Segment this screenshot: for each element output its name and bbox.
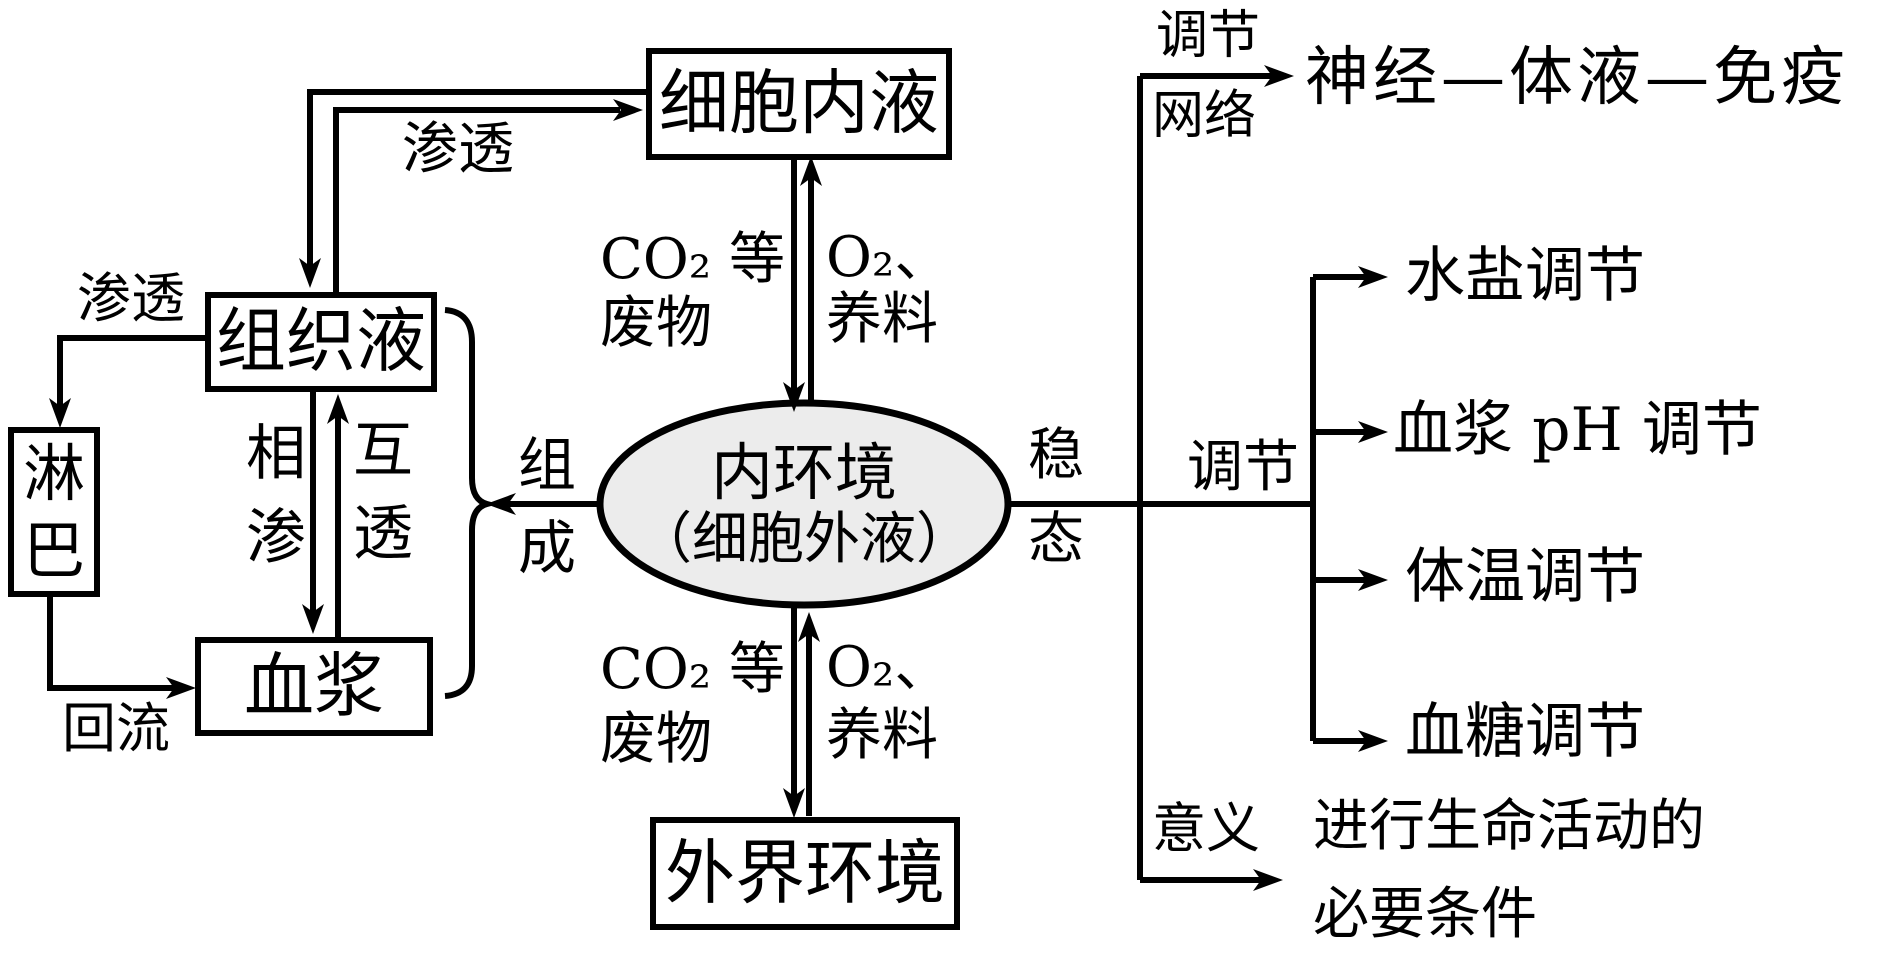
backflow-arrow [47,597,196,699]
label-mutual-left-char1: 相 [246,419,306,489]
item-plasma-ph-regulation: 血浆 pH 调节 [1393,395,1762,465]
label-regulation-network-line1: 调节 [1156,6,1261,66]
label-backflow: 回流 [62,697,170,760]
arrowhead-right-icon [613,99,643,121]
grouping-brace [444,307,499,699]
arrowhead-up-icon [327,394,349,424]
arrowhead-left-icon [486,493,516,515]
item-water-salt-regulation: 水盐调节 [1405,241,1645,311]
label-waste-lower-line1: CO₂ 等 [600,637,786,702]
osmosis-top-double-arrow [299,89,646,292]
arrowhead-down-icon [783,788,805,818]
label-osmosis-top: 渗透 [402,117,514,182]
node-tissue-fluid: 组织液 [205,292,437,392]
osmosis-left-arrow [49,335,205,428]
trunk-line-regulation-items [1310,266,1388,752]
label-mutual-right-char2: 透 [353,499,413,569]
arrowhead-right-icon [1358,266,1388,288]
item-body-temperature-regulation: 体温调节 [1405,542,1645,612]
node-blood-plasma-label: 血浆 [244,644,384,727]
arrowhead-right-icon [1358,730,1388,752]
arrowhead-right-icon [1264,65,1294,87]
label-mutual-left-char2: 渗 [246,503,306,573]
label-compose-char1: 组 [518,431,577,499]
label-waste-upper-line2: 废物 [600,291,712,356]
label-nutrient-upper-line2: 养料 [826,287,938,352]
item-nerve-humoral-immune: 神经—体液—免疫 [1305,41,1849,115]
label-nutrient-lower-line1: O₂、 [826,635,951,700]
label-regulation: 调节 [1187,435,1299,500]
compose-arrow [486,493,600,515]
node-lymph-label: 淋巴 [23,436,86,588]
arrowhead-down-icon [49,398,71,428]
trunk-line-regulation-network-significance [1137,65,1294,891]
internal-environment-line2: （细胞外液） [636,507,972,572]
arrowhead-right-icon [166,677,196,699]
label-compose-char2: 成 [518,514,577,582]
arrowhead-right-icon [1358,569,1388,591]
arrowhead-down-icon [302,604,324,634]
label-mutual-right-char1: 互 [353,416,413,486]
arrowhead-right-icon [1253,869,1283,891]
arrowhead-down-icon [299,258,321,288]
item-blood-sugar-regulation: 血糖调节 [1405,697,1645,767]
significance-text-line1: 进行生命活动的 [1313,794,1705,859]
node-blood-plasma: 血浆 [195,637,433,736]
internal-environment-line1: 内环境 [710,436,897,509]
label-homeostasis-char1: 稳 [1028,423,1084,488]
label-homeostasis-char2: 态 [1028,507,1084,572]
node-intracellular-fluid-label: 细胞内液 [659,62,939,145]
mutual-permeation-double-arrow [302,392,349,637]
node-external-environment-label: 外界环境 [665,831,945,914]
arrowhead-up-icon [798,612,820,642]
node-lymph: 淋巴 [8,427,100,597]
label-waste-upper-line1: CO₂ 等 [600,227,786,292]
significance-text-line2: 必要条件 [1313,882,1537,947]
arrowhead-right-icon [1358,421,1388,443]
node-tissue-fluid-label: 组织液 [216,300,426,383]
label-waste-lower-line2: 废物 [600,707,712,772]
node-external-environment: 外界环境 [650,817,960,930]
upper-exchange-double-arrow [783,156,822,412]
lower-exchange-double-arrow [783,606,820,818]
label-significance: 意义 [1152,797,1260,860]
label-nutrient-upper-line1: O₂、 [826,225,951,290]
node-internal-environment: 内环境 （细胞外液） [600,412,1008,598]
arrowhead-down-icon [783,382,805,412]
label-nutrient-lower-line2: 养料 [826,703,938,768]
label-osmosis-left: 渗透 [77,267,185,330]
node-intracellular-fluid: 细胞内液 [646,48,952,160]
arrowhead-up-icon [800,156,822,186]
label-regulation-network-line2: 网络 [1152,86,1257,146]
